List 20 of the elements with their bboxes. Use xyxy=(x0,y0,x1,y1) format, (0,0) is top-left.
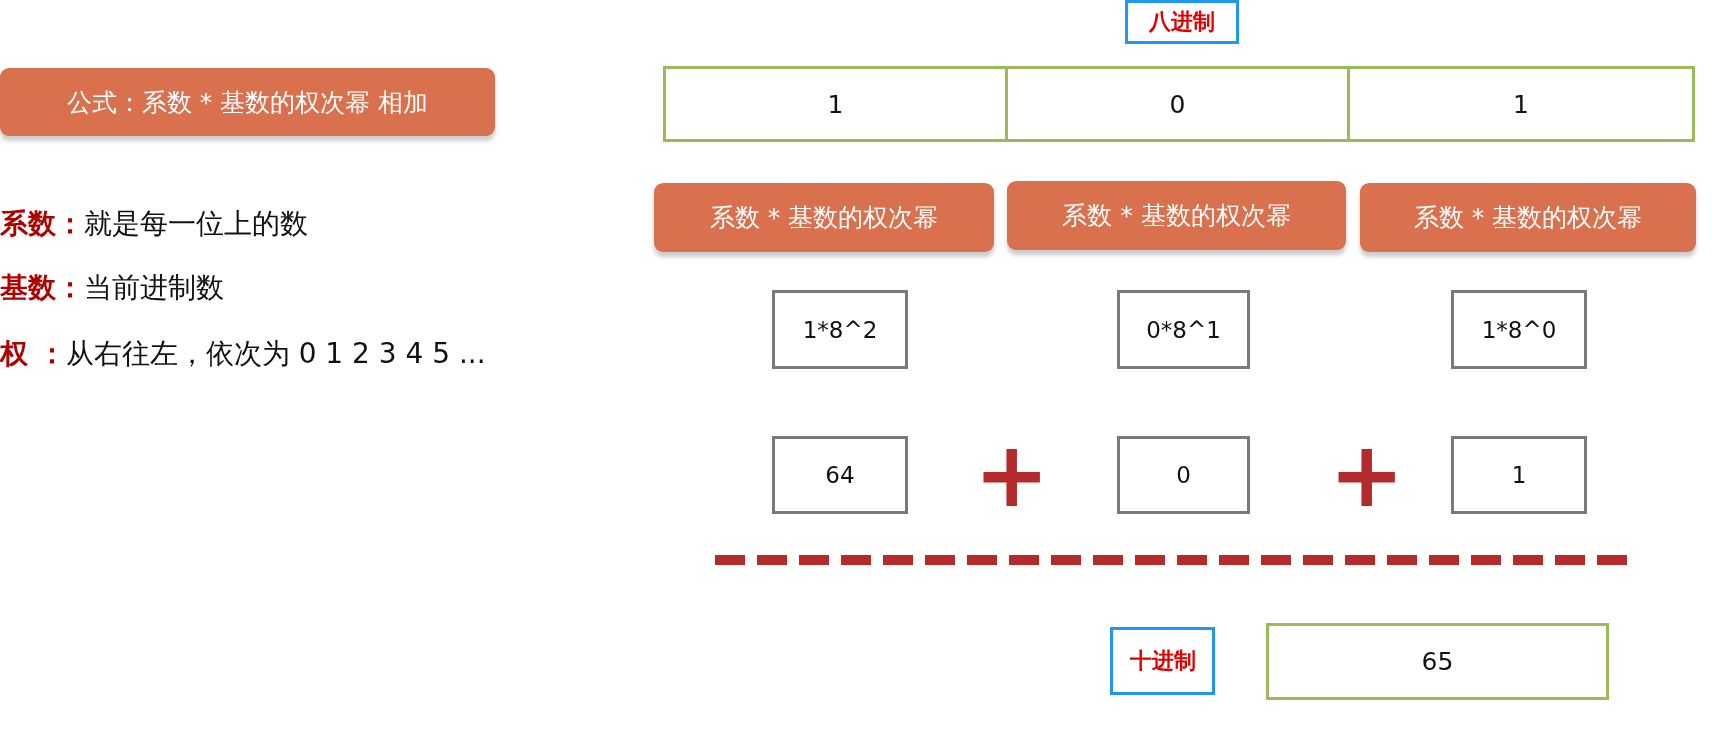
value-box: 1 xyxy=(1451,436,1587,514)
value-box: 0 xyxy=(1117,436,1250,514)
expression-box: 0*8^1 xyxy=(1117,290,1250,369)
expression-box: 1*8^0 xyxy=(1451,290,1587,369)
digit-cell: 1 xyxy=(1347,66,1695,142)
digit-cell: 0 xyxy=(1005,66,1350,142)
digit-cell: 1 xyxy=(663,66,1008,142)
number-system-tag: 八进制 xyxy=(1125,0,1239,44)
formula-banner: 系数 * 基数的权次幂 xyxy=(1007,181,1346,250)
expression-box: 1*8^2 xyxy=(772,290,908,369)
number-system-tag: 十进制 xyxy=(1110,627,1215,695)
result-box: 65 xyxy=(1266,623,1609,700)
formula-banner: 系数 * 基数的权次幂 xyxy=(654,183,994,252)
plus-sign: + xyxy=(974,430,1050,520)
formula-banner: 公式：系数 * 基数的权次幂 相加 xyxy=(0,68,495,136)
definition-text: 系数：就是每一位上的数 xyxy=(0,206,308,242)
definition-text: 基数：当前进制数 xyxy=(0,270,224,306)
plus-sign: + xyxy=(1329,430,1405,520)
formula-banner: 系数 * 基数的权次幂 xyxy=(1360,183,1696,252)
value-box: 64 xyxy=(772,436,908,514)
